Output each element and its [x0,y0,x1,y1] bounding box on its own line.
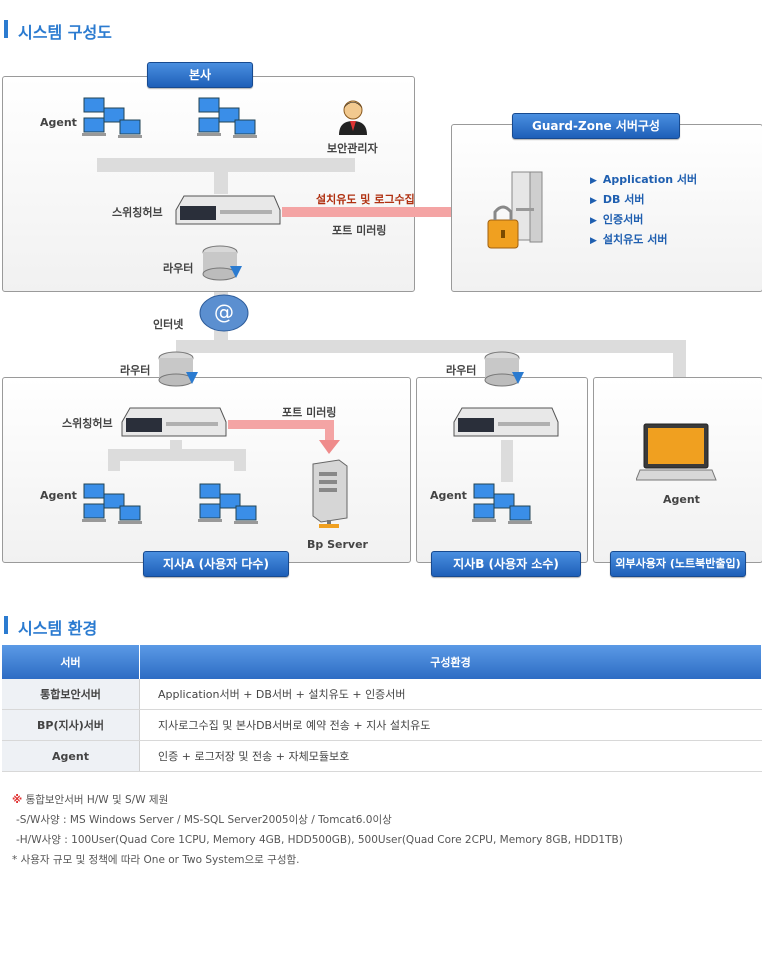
branch-a-pc-group-icon [82,483,142,524]
bp-server-label: Bp Server [307,538,368,551]
branch-b-pc-group-icon [472,483,532,524]
hq-title: 본사 [147,62,253,88]
branch-a-pc-group-icon [198,483,258,524]
hq-switch-icon [175,195,281,225]
branch-b-router-label: 라우터 [446,364,477,377]
branch-a-switch-label: 스위칭허브 [62,417,113,430]
external-agent-label: Agent [663,493,700,506]
triangle-bullet-icon: ▶ [590,216,597,226]
hq-pc-group-icon [197,97,257,138]
branch-b-router-icon [484,351,524,387]
internet-label: 인터넷 [153,318,184,331]
svg-text:@: @ [214,300,234,324]
spec-notes: ※ 통합보안서버 H/W 및 S/W 제원 -S/W사양 : MS Window… [12,790,623,870]
note-line: -H/W사양 : 100User(Quad Core 1CPU, Memory … [16,834,623,846]
guardzone-title: Guard-Zone 서버구성 [512,113,680,139]
hq-switch-line [214,158,228,194]
branch-b-title: 지사B (사용자 소수) [431,551,581,577]
hq-admin-label: 보안관리자 [327,142,378,155]
section-bar [4,616,8,634]
hq-agent-label: Agent [40,116,77,129]
internet-icon: @ [199,294,249,332]
table-row: 통합보안서버 Application서버 + DB서버 + 설치유도 + 인증서… [2,679,762,710]
triangle-bullet-icon: ▶ [590,196,597,206]
note-line: -S/W사양 : MS Windows Server / MS-SQL Serv… [16,814,392,826]
section-bar [4,20,8,38]
triangle-bullet-icon: ▶ [590,236,597,246]
branch-a-agent-label: Agent [40,489,77,502]
table-cell-server: BP(지사)서버 [2,709,140,741]
table-header-cell: 서버 [2,645,140,679]
server-lock-icon [487,171,543,249]
hq-pc-group-icon [82,97,142,138]
note-line: * 사용자 규모 및 정책에 따라 One or Two System으로 구성… [12,854,300,866]
hq-arrow-top-label: 설치유도 및 로그수집 [316,193,415,206]
environment-table: 서버 구성환경 통합보안서버 Application서버 + DB서버 + 설치… [2,645,762,772]
table-cell-config: 지사로그수집 및 본사DB서버로 예약 전송 + 지사 설치유도 [139,709,762,741]
table-header-cell: 구성환경 [139,645,762,679]
branch-a-switch-icon [121,407,227,437]
laptop-icon [636,423,717,481]
branch-b-switch-icon [453,407,559,437]
branch-a-router-icon [158,351,198,387]
table-cell-config: 인증 + 로그저장 및 전송 + 자체모듈보호 [139,740,762,772]
guardzone-server-list: ▶Application 서버 ▶DB 서버 ▶인증서버 ▶설치유도 서버 [590,170,697,250]
hq-arrow-bottom-label: 포트 미러링 [332,224,387,237]
admin-user-icon [339,100,367,135]
branch-a-router-label: 라우터 [120,364,151,377]
guardzone-item: ▶설치유도 서버 [590,233,668,246]
branch-b-agent-label: Agent [430,489,467,502]
note-line: ※ 통합보안서버 H/W 및 S/W 제원 [12,794,169,806]
hq-switch-label: 스위칭허브 [112,206,163,219]
table-row: Agent 인증 + 로그저장 및 전송 + 자체모듈보호 [2,740,762,772]
branch-a-title: 지사A (사용자 다수) [143,551,289,577]
branch-a-mirror-label: 포트 미러링 [282,406,337,419]
guardzone-item: ▶Application 서버 [590,173,698,186]
external-title: 외부사용자 (노트북반출입) [610,551,746,577]
table-row: BP(지사)서버 지사로그수집 및 본사DB서버로 예약 전송 + 지사 설치유… [2,709,762,741]
table-cell-server: Agent [2,740,140,772]
guardzone-item: ▶인증서버 [590,213,644,226]
table-cell-config: Application서버 + DB서버 + 설치유도 + 인증서버 [139,679,762,710]
branch-a-switch-line [170,440,182,454]
hq-router-label: 라우터 [163,262,194,275]
section-title-architecture: 시스템 구성도 [18,23,112,42]
section-title-environment: 시스템 환경 [18,619,98,638]
branch-a-lan-line [108,449,246,461]
branch-a-mirror-arrow-icon [228,420,340,454]
branch-a-drop-line [234,449,246,471]
table-header-row: 서버 구성환경 [2,645,762,679]
table-cell-server: 통합보안서버 [2,679,140,710]
guardzone-item: ▶DB 서버 [590,193,645,206]
branch-b-lan-line [501,440,513,482]
hq-router-icon [202,245,242,281]
triangle-bullet-icon: ▶ [590,176,597,186]
bp-server-icon [312,459,348,528]
branch-a-drop-line [108,449,120,471]
internet-backbone [176,340,686,353]
reference-mark-icon: ※ [12,794,23,806]
